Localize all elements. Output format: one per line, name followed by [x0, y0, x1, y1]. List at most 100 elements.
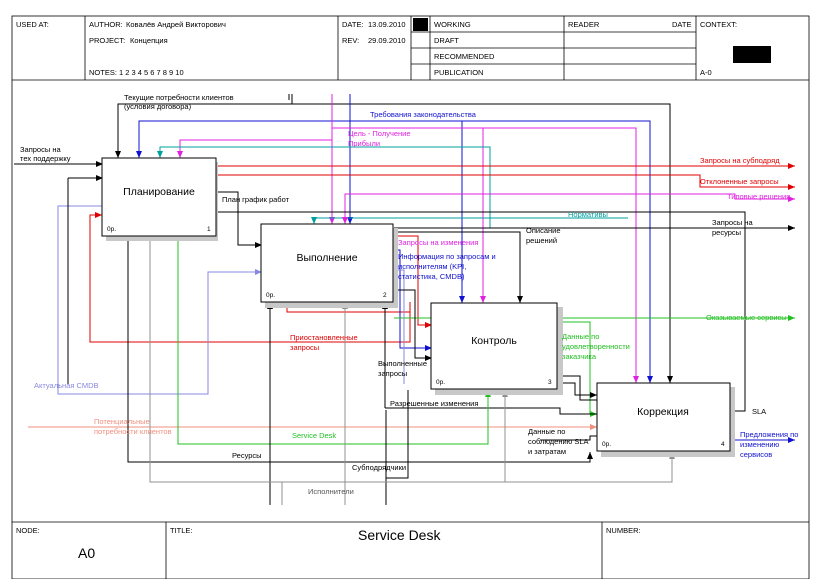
- label-satisfaction-1: Данные по: [562, 332, 599, 341]
- label-subcontractors: Субподрядчики: [352, 463, 406, 472]
- label-sla: SLA: [752, 407, 766, 416]
- arrow-actual-cmdb: [57, 205, 262, 395]
- arrow-labels: Текущие потребности клиентов (условия до…: [20, 93, 798, 496]
- label-resource-requests-2: ресурсы: [712, 228, 741, 237]
- working-status-mark: [413, 18, 428, 31]
- box-control-num: 3: [548, 379, 552, 386]
- label-service-desk: Service Desk: [292, 431, 336, 440]
- label-rejected: Отклоненные запросы: [700, 177, 779, 186]
- box-execution[interactable]: Выполнение 0р. 2: [260, 223, 398, 308]
- label-needs-1: Текущие потребности клиентов: [124, 93, 234, 102]
- label-executors: Исполнители: [308, 487, 354, 496]
- arrow-law-to-correction: [350, 120, 653, 383]
- box-control-cost: 0р.: [436, 379, 445, 386]
- label-potential-2: потребности клиентов: [94, 427, 172, 436]
- arrow-control-to-correction: [558, 382, 597, 398]
- label-cmdb: Актуальная CMDB: [34, 381, 99, 390]
- project-value: Концепция: [130, 36, 168, 45]
- status-recommended: RECOMMENDED: [434, 52, 495, 61]
- label-potential-1: Потенциальные: [94, 417, 150, 426]
- header-frame: [11, 15, 810, 579]
- box-control-name: Контроль: [471, 335, 517, 347]
- date-label: DATE:: [342, 20, 364, 29]
- label-suspended-1: Приостановленные: [290, 333, 358, 342]
- box-correction-cost: 0р.: [602, 441, 611, 448]
- node-label: NODE:: [16, 526, 40, 535]
- status-working: WORKING: [434, 20, 471, 29]
- arrow-goal-to-planning: [177, 139, 332, 158]
- diagram-title: Service Desk: [358, 527, 441, 543]
- label-goal-2: Прибыли: [348, 139, 380, 148]
- arrow-plan-schedule: [216, 191, 262, 248]
- arrow-control-to-correction-2: [558, 375, 597, 401]
- label-law: Требования законодательства: [370, 110, 477, 119]
- label-satisfaction-3: заказчика: [562, 352, 597, 361]
- label-needs-2: (условия договора): [124, 102, 192, 111]
- label-resources: Ресурсы: [232, 451, 262, 460]
- box-planning-num: 1: [207, 226, 211, 233]
- arrow-service-desk: [177, 236, 491, 445]
- reader-date-label: DATE: [672, 20, 691, 29]
- box-correction[interactable]: Коррекция 0р. 4: [596, 382, 735, 457]
- reader-label: READER: [568, 20, 600, 29]
- arrow-client-needs-to-correction: [292, 103, 673, 383]
- label-requests-1: Запросы на: [20, 145, 61, 154]
- label-change-requests: Запросы на изменения: [398, 238, 478, 247]
- box-correction-name: Коррекция: [637, 406, 689, 418]
- author-label: AUTHOR:: [89, 20, 123, 29]
- title-label: TITLE:: [170, 526, 193, 535]
- label-allowed: Разрешенные изменения: [390, 399, 478, 408]
- arrow-change-requests: [394, 235, 432, 328]
- label-proposals-3: сервисов: [740, 450, 772, 459]
- label-completed-1: Выполненные: [378, 359, 427, 368]
- arrow-norms-to-execution: [311, 217, 628, 224]
- label-description-2: решений: [526, 236, 557, 245]
- arrow-rejected-requests: [216, 174, 795, 190]
- box-execution-num: 2: [383, 292, 387, 299]
- context-node: A-0: [700, 68, 712, 77]
- label-proposals-1: Предложения по: [740, 430, 798, 439]
- arrow-completed-requests: [394, 289, 432, 361]
- label-subcontract: Запросы на субподряд: [700, 156, 780, 165]
- label-plan: План график работ: [222, 195, 290, 204]
- context-thumbnail: [733, 46, 771, 63]
- author-value: Ковалёв Андрей Викторович: [126, 20, 226, 29]
- label-requests-2: тех поддержку: [20, 154, 71, 163]
- box-planning[interactable]: Планирование 0р. 1: [101, 157, 218, 241]
- node-value: A0: [78, 545, 95, 561]
- notes-label: NOTES: 1 2 3 4 5 6 7 8 9 10: [89, 68, 184, 77]
- arrow-solution-descriptions: [394, 231, 523, 303]
- label-sla-data-1: Данные по: [528, 427, 565, 436]
- arrow-subcontractors-control: [386, 390, 409, 479]
- box-correction-num: 4: [721, 441, 725, 448]
- label-goal-1: Цель - Получение: [348, 129, 411, 138]
- box-control[interactable]: Контроль 0р. 3: [430, 302, 563, 395]
- date-value: 13.09.2010: [368, 20, 406, 29]
- label-info-3: статистика, CMDB): [398, 272, 465, 281]
- label-info-2: исполнителям (KPI,: [398, 262, 466, 271]
- number-label: NUMBER:: [606, 526, 641, 535]
- rev-value: 29.09.2010: [368, 36, 406, 45]
- project-label: PROJECT:: [89, 36, 125, 45]
- used-at-label: USED AT:: [16, 20, 49, 29]
- arrow-sla: [216, 211, 746, 412]
- arrow-sla-data: [540, 435, 597, 441]
- arrow-client-needs: [118, 94, 293, 158]
- arrow-goal-to-correction: [332, 127, 639, 383]
- label-info-1: Информация по запросам и: [398, 252, 496, 261]
- label-typical: Типовые решения: [727, 192, 790, 201]
- label-norms: Нормативы: [568, 210, 608, 219]
- footer-frame: [12, 521, 809, 579]
- arrow-executors-to-control: [345, 390, 508, 483]
- label-sla-data-3: и затратам: [528, 447, 566, 456]
- box-planning-cost: 0р.: [107, 226, 116, 233]
- label-completed-2: запросы: [378, 369, 407, 378]
- arrow-law-to-planning: [136, 94, 351, 158]
- label-satisfaction-2: удовлетворенности: [562, 342, 630, 351]
- arrow-resources-to-correction: [127, 236, 593, 463]
- box-execution-name: Выполнение: [296, 252, 357, 264]
- label-suspended-2: запросы: [290, 343, 319, 352]
- rev-label: REV:: [342, 36, 359, 45]
- label-proposals-2: изменению: [740, 440, 780, 449]
